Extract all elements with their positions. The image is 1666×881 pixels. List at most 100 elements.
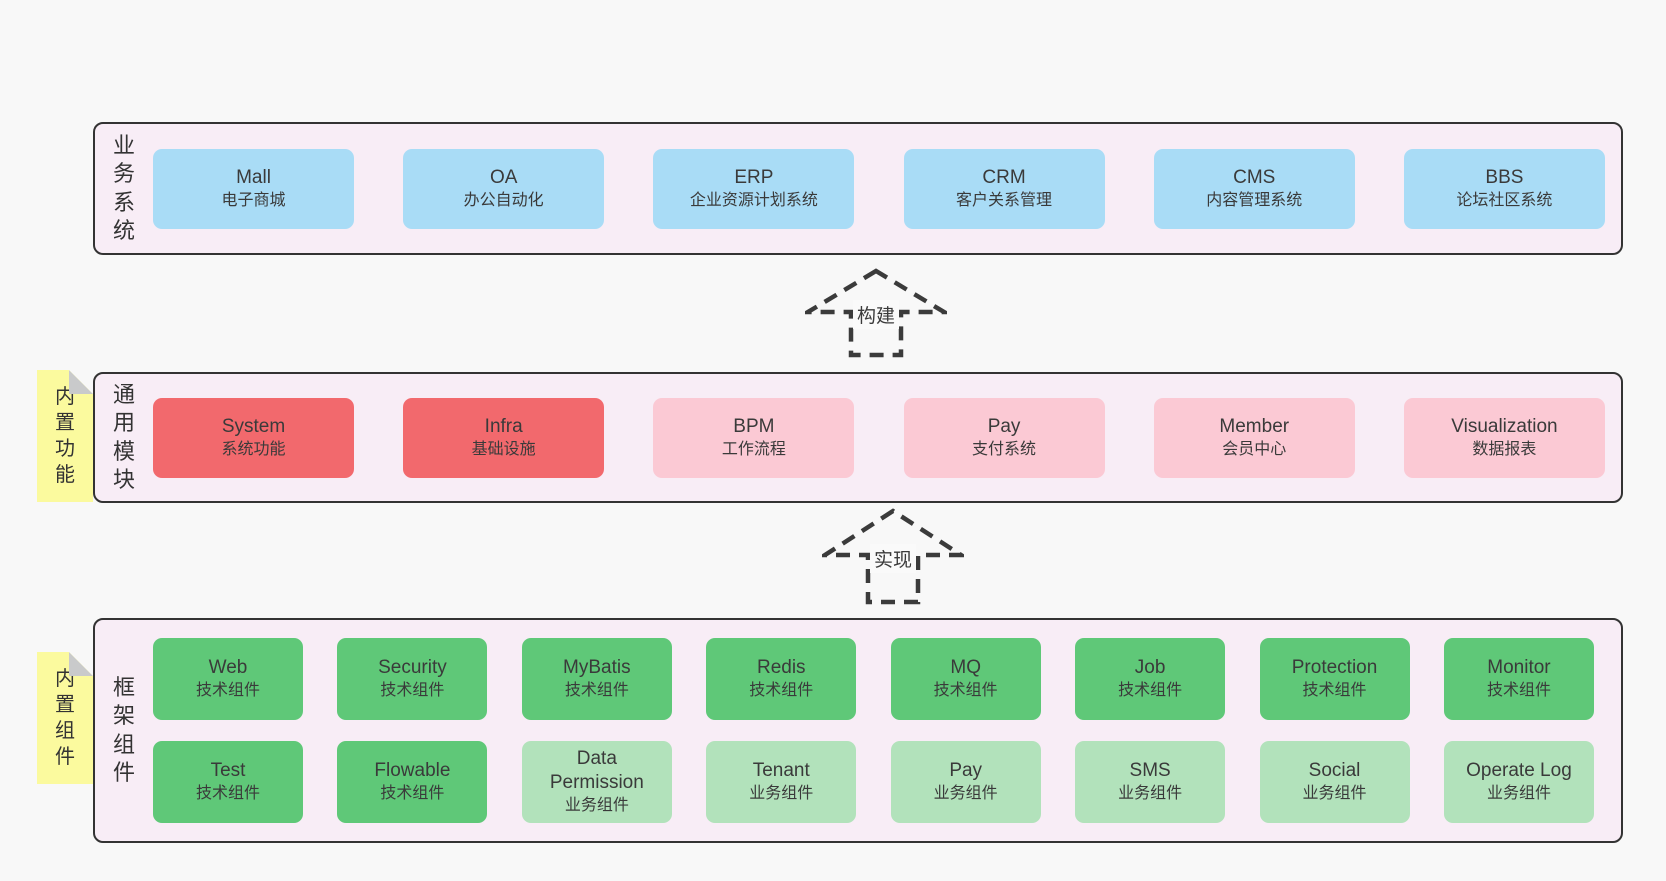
box-subtitle: 技术组件	[564, 682, 629, 700]
box-title: BPM	[733, 415, 775, 437]
sticky-fold-icon	[69, 370, 93, 394]
box-subtitle: 业务组件	[933, 785, 998, 803]
box-social: Social 业务组件	[1259, 741, 1410, 823]
panel-common-modules: 通 用 模 块 System 系统功能 Infra 基础设施 BPM 工作流程 …	[93, 372, 1623, 503]
component-row-2: Test 技术组件 Flowable 技术组件 Data Permission …	[153, 741, 1594, 823]
box-title: BBS	[1485, 166, 1524, 188]
panel-common-modules-label: 通 用 模 块	[112, 382, 135, 492]
box-subtitle: 技术组件	[380, 785, 445, 803]
panel-framework-components-label: 框 架 组 件	[112, 675, 135, 785]
box-visualization: Visualization 数据报表	[1403, 397, 1605, 478]
arrow-implement-label: 实现	[869, 544, 917, 573]
box-subtitle: 技术组件	[933, 682, 998, 700]
box-bbs: BBS 论坛社区系统	[1403, 148, 1605, 229]
box-subtitle: 论坛社区系统	[1456, 191, 1553, 209]
arrow-build: 构建	[805, 268, 947, 358]
box-subtitle: 数据报表	[1472, 440, 1537, 458]
box-subtitle: 会员中心	[1222, 440, 1287, 458]
box-subtitle: 技术组件	[1486, 682, 1551, 700]
box-subtitle: 业务组件	[1486, 785, 1551, 803]
business-boxes-row: Mall 电子商城 OA 办公自动化 ERP 企业资源计划系统 CRM 客户关系…	[153, 124, 1621, 253]
box-subtitle: 业务组件	[1302, 785, 1367, 803]
sticky-built-in-components: 内 置 组 件	[37, 652, 93, 784]
sticky-built-in-functions: 内 置 功 能	[37, 370, 93, 502]
box-monitor: Monitor 技术组件	[1443, 638, 1594, 720]
box-title: Test	[210, 760, 246, 782]
box-subtitle: 技术组件	[380, 682, 445, 700]
box-member: Member 会员中心	[1153, 397, 1355, 478]
box-crm: CRM 客户关系管理	[903, 148, 1105, 229]
box-subtitle: 技术组件	[195, 682, 260, 700]
box-subtitle: 支付系统	[972, 440, 1037, 458]
box-title: Pay	[987, 415, 1021, 437]
module-boxes-row: System 系统功能 Infra 基础设施 BPM 工作流程 Pay 支付系统…	[153, 374, 1621, 501]
box-title: OA	[489, 166, 518, 188]
box-erp: ERP 企业资源计划系统	[653, 148, 855, 229]
box-title: Pay	[949, 760, 983, 782]
box-subtitle: 工作流程	[721, 440, 786, 458]
box-title: Mall	[236, 166, 271, 188]
box-mall: Mall 电子商城	[153, 148, 354, 229]
box-subtitle: 企业资源计划系统	[689, 191, 818, 209]
box-cms: CMS 内容管理系统	[1153, 148, 1355, 229]
box-subtitle: 业务组件	[564, 796, 629, 814]
box-title: Job	[1134, 657, 1166, 679]
box-system: System 系统功能	[153, 397, 354, 478]
box-tenant: Tenant 业务组件	[706, 741, 857, 823]
box-flowable: Flowable 技术组件	[337, 741, 488, 823]
box-title: CRM	[982, 166, 1026, 188]
box-mybatis: MyBatis 技术组件	[521, 638, 672, 720]
box-pay-component: Pay 业务组件	[890, 741, 1041, 823]
box-title: Redis	[756, 657, 806, 679]
box-title: Member	[1219, 415, 1290, 437]
box-subtitle: 技术组件	[1302, 682, 1367, 700]
box-subtitle: 技术组件	[749, 682, 814, 700]
box-title: MQ	[950, 657, 981, 679]
box-security: Security 技术组件	[337, 638, 488, 720]
box-protection: Protection 技术组件	[1259, 638, 1410, 720]
box-data-permission: Data Permission 业务组件	[521, 741, 672, 823]
panel-business-systems: 业 务 系 统 Mall 电子商城 OA 办公自动化 ERP 企业资源计划系统 …	[93, 122, 1623, 255]
box-test: Test 技术组件	[153, 741, 303, 823]
box-title: SMS	[1129, 760, 1171, 782]
box-title: CMS	[1233, 166, 1276, 188]
component-row-1: Web 技术组件 Security 技术组件 MyBatis 技术组件 Redi…	[153, 638, 1594, 720]
box-subtitle: 办公自动化	[463, 191, 544, 209]
box-title: Monitor	[1487, 657, 1551, 679]
box-title: Security	[378, 657, 447, 679]
box-subtitle: 内容管理系统	[1206, 191, 1303, 209]
box-title: Social	[1308, 760, 1361, 782]
component-rows: Web 技术组件 Security 技术组件 MyBatis 技术组件 Redi…	[153, 620, 1621, 841]
box-subtitle: 基础设施	[471, 440, 536, 458]
box-subtitle: 业务组件	[1118, 785, 1183, 803]
box-subtitle: 系统功能	[221, 440, 286, 458]
dashed-up-arrow-icon	[822, 508, 964, 605]
box-mq: MQ 技术组件	[890, 638, 1041, 720]
box-infra: Infra 基础设施	[403, 397, 605, 478]
arrow-implement: 实现	[822, 508, 964, 605]
arrow-build-label: 构建	[852, 300, 900, 329]
dashed-up-arrow-icon	[805, 268, 947, 358]
box-job: Job 技术组件	[1075, 638, 1226, 720]
box-subtitle: 技术组件	[1118, 682, 1183, 700]
panel-business-systems-label: 业 务 系 统	[112, 133, 135, 243]
box-title: MyBatis	[563, 657, 631, 679]
box-bpm: BPM 工作流程	[653, 397, 855, 478]
box-subtitle: 业务组件	[749, 785, 814, 803]
box-title: Tenant	[752, 760, 810, 782]
box-title: Flowable	[374, 760, 451, 782]
box-subtitle: 技术组件	[195, 785, 260, 803]
box-title: Protection	[1291, 657, 1378, 679]
box-pay-system: Pay 支付系统	[903, 397, 1105, 478]
box-title: Infra	[484, 415, 523, 437]
box-web: Web 技术组件	[153, 638, 303, 720]
box-title: Visualization	[1451, 415, 1558, 437]
box-title: Web	[208, 657, 248, 679]
box-operate-log: Operate Log 业务组件	[1443, 741, 1594, 823]
box-subtitle: 客户关系管理	[956, 191, 1053, 209]
panel-framework-components: 框 架 组 件 Web 技术组件 Security 技术组件 MyBatis 技…	[93, 618, 1623, 843]
sticky-built-in-components-label: 内 置 组 件	[55, 668, 75, 768]
box-title: ERP	[734, 166, 774, 188]
sticky-fold-icon	[69, 652, 93, 676]
